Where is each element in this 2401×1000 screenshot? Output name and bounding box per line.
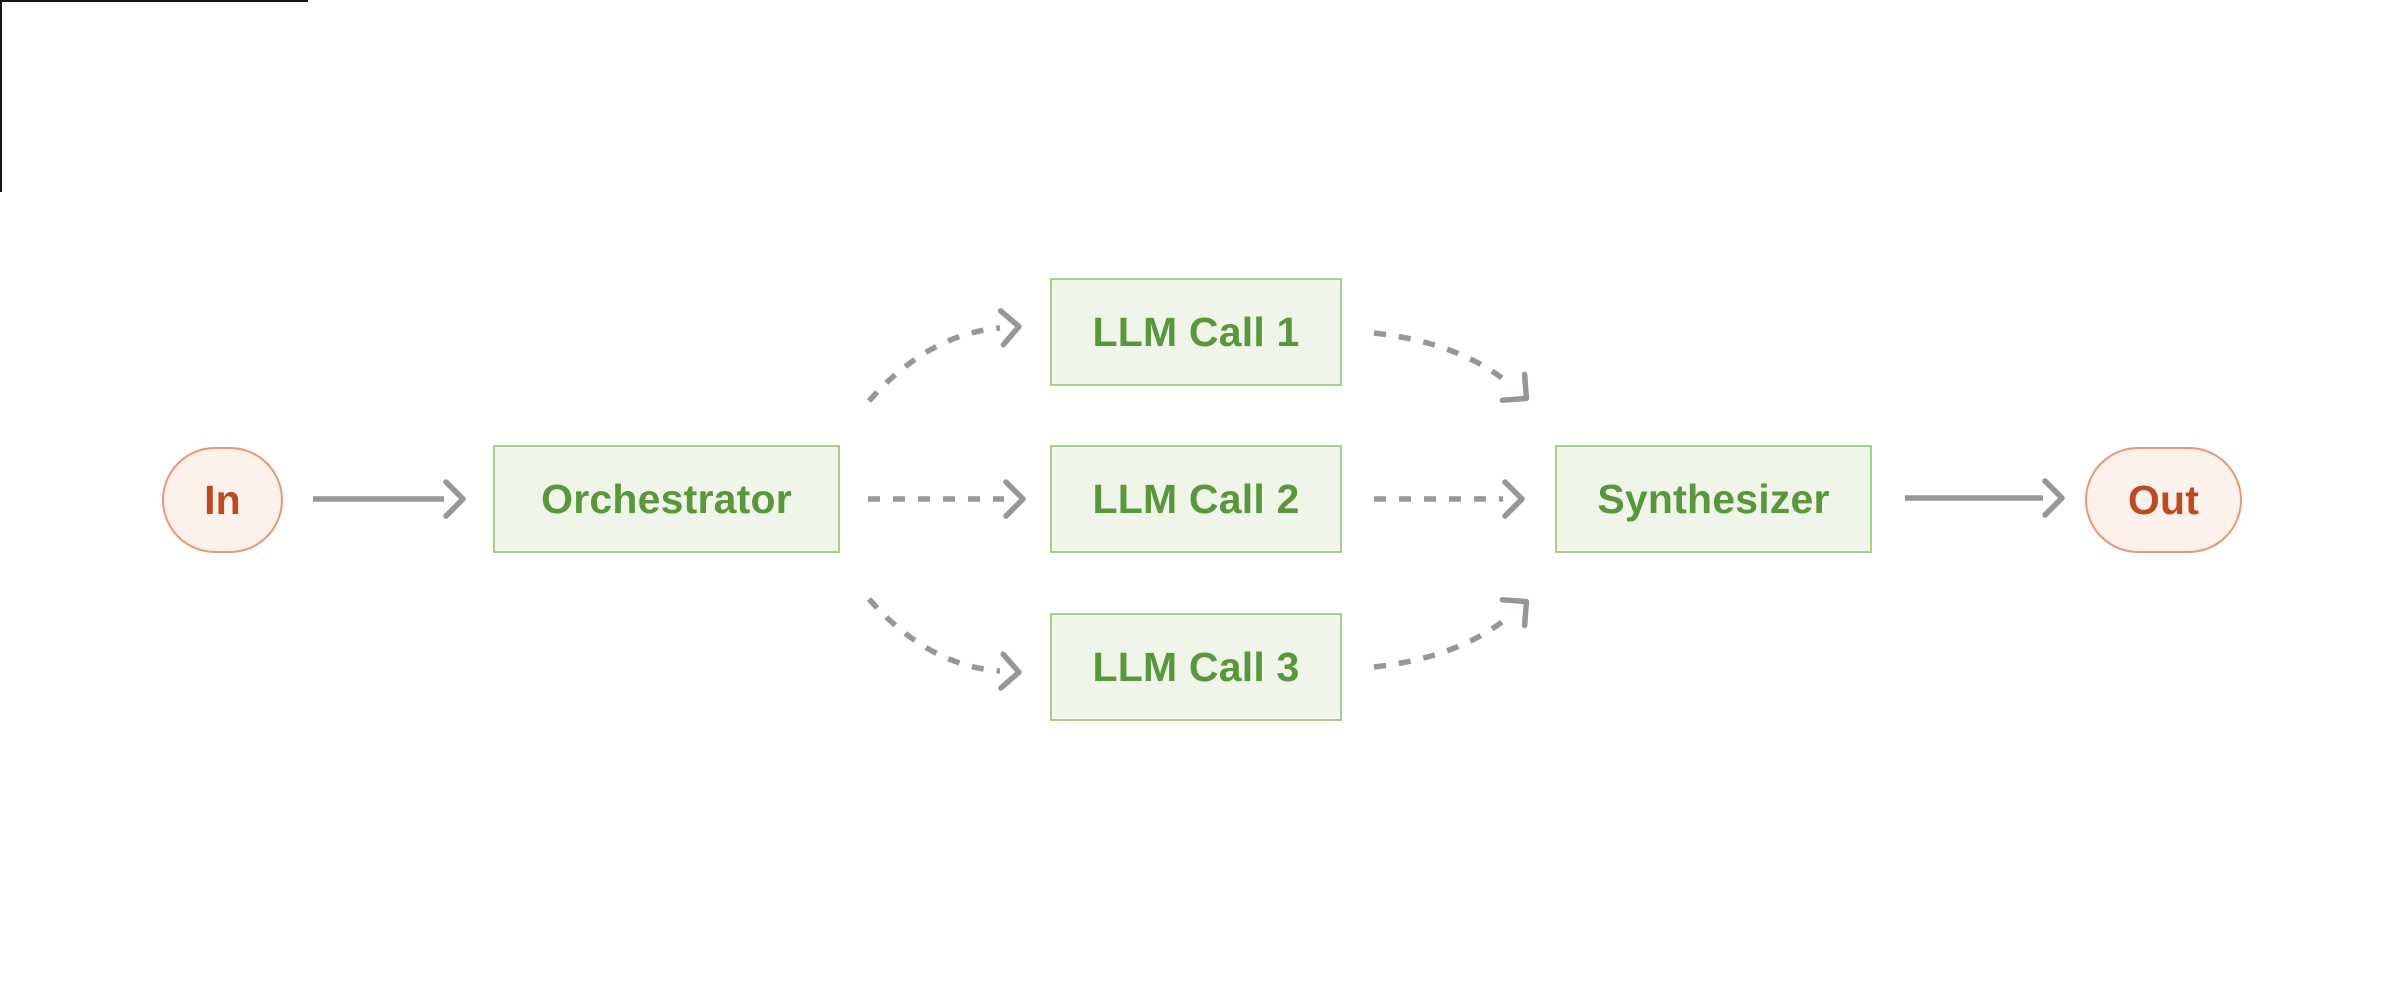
edge-orchestrator-to-llm-call-1 — [866, 308, 1022, 403]
window-edge-left — [0, 0, 2, 192]
node-synthesizer-label: Synthesizer — [1597, 475, 1830, 522]
node-llm-call-1-label: LLM Call 1 — [1092, 308, 1300, 355]
node-llm-call-3: LLM Call 3 — [1050, 613, 1342, 721]
window-edge-top — [0, 0, 308, 2]
node-orchestrator-label: Orchestrator — [541, 475, 792, 522]
edge-llm-call-3-to-synthesizer — [1373, 597, 1530, 670]
node-llm-call-3-label: LLM Call 3 — [1092, 643, 1300, 690]
node-llm-call-2-label: LLM Call 2 — [1092, 475, 1300, 522]
node-synthesizer: Synthesizer — [1555, 445, 1872, 553]
edge-orchestrator-to-llm-call-3 — [866, 597, 1022, 691]
edge-llm-call-1-to-synthesizer — [1373, 330, 1530, 403]
node-out-label: Out — [2127, 476, 2200, 523]
node-llm-call-1: LLM Call 1 — [1050, 278, 1342, 386]
node-out: Out — [2085, 447, 2242, 553]
node-llm-call-2: LLM Call 2 — [1050, 445, 1342, 553]
node-orchestrator: Orchestrator — [493, 445, 840, 553]
node-in: In — [162, 447, 283, 553]
node-in-label: In — [204, 476, 241, 523]
